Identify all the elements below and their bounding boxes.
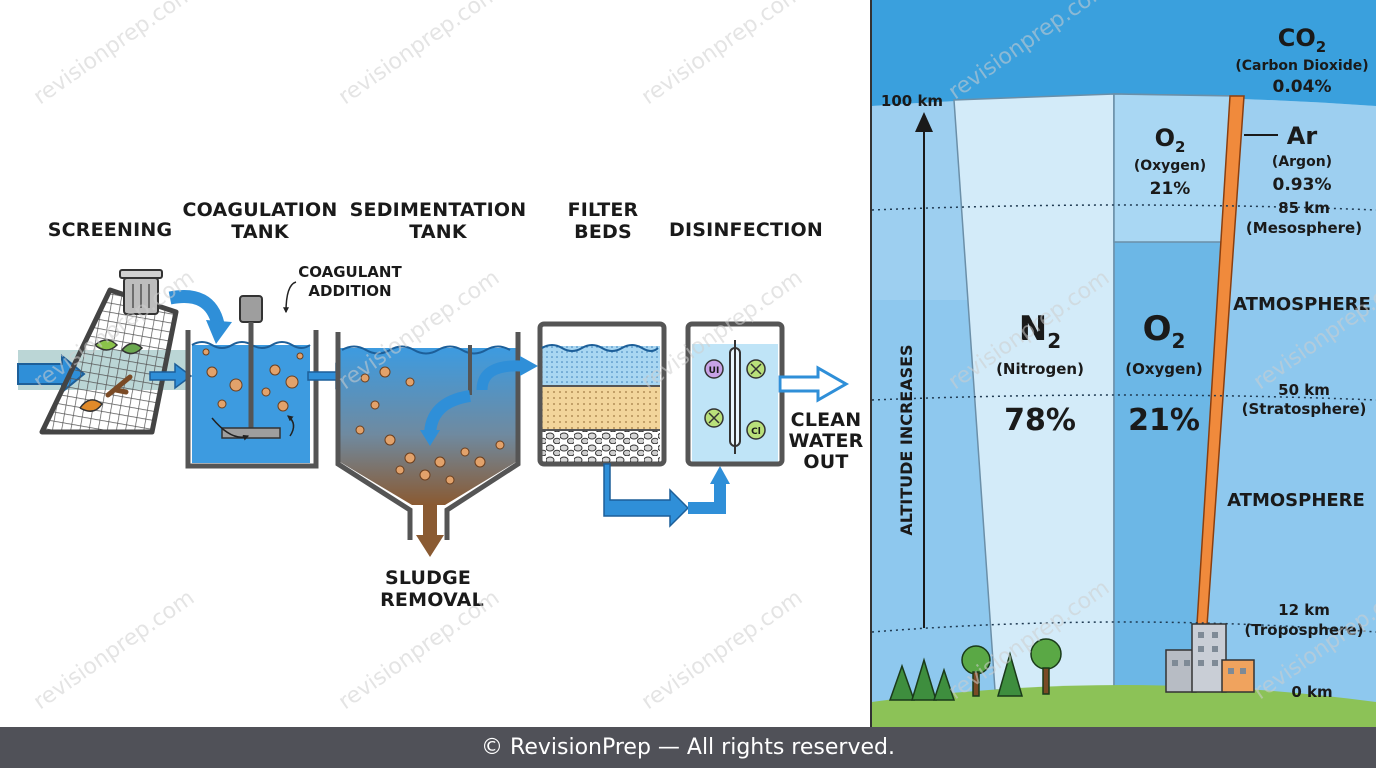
- o2-percent: 21%: [1128, 403, 1200, 438]
- co2-percent: 0.04%: [1273, 77, 1332, 97]
- stage-sedimentation: SEDIMENTATION: [350, 199, 527, 221]
- uv-cl-label: Cl: [751, 427, 761, 437]
- km-50: 50 km: [1278, 381, 1330, 399]
- watermark: revisionprep.com: [637, 585, 807, 715]
- uv-ui-label: UI: [709, 366, 720, 376]
- km-0: 0 km: [1291, 683, 1332, 701]
- screen-to-tank-arrow: [168, 290, 225, 326]
- argon-formula: Ar: [1287, 122, 1318, 150]
- stage-disinfection: DISINFECTION: [669, 219, 823, 241]
- argon-name: (Argon): [1272, 154, 1332, 170]
- o2-formula: O2: [1143, 309, 1186, 353]
- co2-formula: CO2: [1278, 24, 1326, 56]
- stage-coagulation-tank: TANK: [231, 221, 290, 243]
- o2-upper-name: (Oxygen): [1134, 158, 1206, 174]
- watermark: revisionprep.com: [334, 0, 504, 110]
- clean-water-arrow: [778, 365, 850, 403]
- infographic-canvas: UI Cl SCREENING COAGULATION TANK SEDIMEN…: [17, 0, 1376, 727]
- km-85: 85 km: [1278, 199, 1330, 217]
- trees: [888, 638, 1062, 701]
- addition-label: ADDITION: [308, 282, 391, 300]
- watermark: revisionprep.com: [29, 0, 199, 110]
- screen-mesh: [39, 287, 179, 435]
- copyright-footer: © RevisionPrep — All rights reserved.: [0, 727, 1376, 768]
- o2-name: (Oxygen): [1125, 360, 1203, 378]
- clean-label: CLEAN: [791, 409, 862, 431]
- mesosphere-name: (Mesosphere): [1246, 219, 1362, 237]
- o2-upper-formula: O2: [1155, 124, 1186, 156]
- atmosphere-diagram: ALTITUDE INCREASES 100 km CO2 (Carbon Di…: [871, 0, 1376, 727]
- city-buildings: [1165, 623, 1255, 693]
- disinfection-tank: UI Cl: [685, 321, 785, 467]
- sludge-label: SLUDGE: [385, 567, 471, 589]
- stage-screening: SCREENING: [48, 219, 172, 241]
- km-100: 100 km: [881, 92, 943, 110]
- trash-can-icon: [119, 269, 163, 315]
- km-12: 12 km: [1278, 601, 1330, 619]
- stage-sedimentation-tank: TANK: [409, 221, 468, 243]
- coagulant-label: COAGULANT: [298, 263, 402, 281]
- n2-formula: N2: [1019, 309, 1061, 353]
- sludge-arrow: [416, 535, 444, 557]
- filter-beds: [537, 321, 667, 467]
- stratosphere-name: (Stratosphere): [1242, 400, 1367, 418]
- n2-percent: 78%: [1004, 403, 1076, 438]
- out-label: OUT: [803, 451, 848, 473]
- stage-filter: FILTER: [568, 199, 639, 221]
- o2-upper-percent: 21%: [1150, 179, 1191, 199]
- stage-filter-beds: BEDS: [574, 221, 632, 243]
- water-label: WATER: [789, 430, 864, 452]
- coagulation-tank: [185, 295, 319, 469]
- watermark: revisionprep.com: [29, 585, 199, 715]
- water-treatment-diagram: UI Cl SCREENING COAGULATION TANK SEDIMEN…: [17, 199, 864, 611]
- watermark: revisionprep.com: [637, 0, 807, 110]
- sedimentation-tank: [335, 332, 538, 557]
- troposphere-name: (Troposphere): [1244, 621, 1363, 639]
- n2-name: (Nitrogen): [996, 360, 1084, 378]
- co2-name: (Carbon Dioxide): [1235, 58, 1368, 74]
- argon-percent: 0.93%: [1273, 175, 1332, 195]
- removal-label: REMOVAL: [380, 589, 484, 611]
- atmosphere-label-upper: ATMOSPHERE: [1233, 294, 1371, 315]
- altitude-label: ALTITUDE INCREASES: [897, 344, 916, 535]
- atmosphere-label-lower: ATMOSPHERE: [1227, 490, 1365, 511]
- stage-coagulation: COAGULATION: [183, 199, 338, 221]
